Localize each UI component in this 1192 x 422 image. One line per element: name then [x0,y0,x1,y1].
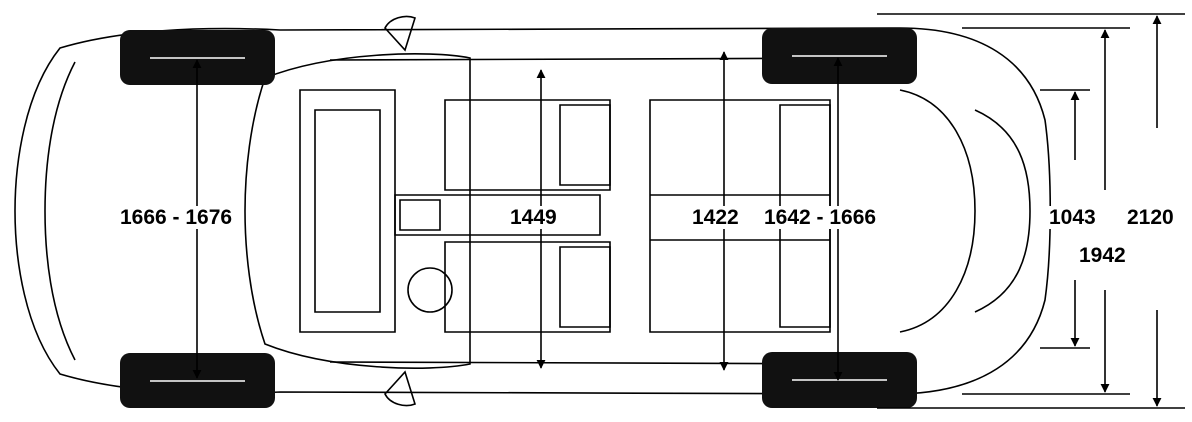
front-seat-left-back [559,104,611,186]
rear-shoulder-width-label: 1422 [689,206,742,229]
front-seat-right-back [559,246,611,328]
front-seat-left [444,99,611,191]
rear-track-label: 1642 - 1666 [761,206,880,229]
body-outline [14,27,1052,395]
rear-bench [649,99,831,333]
steering-wheel [407,267,453,313]
center-console [394,194,601,236]
car-body [14,15,1052,407]
front-seat-right [444,241,611,333]
width-1043-label: 1043 [1046,206,1099,229]
rear-bench-split [650,194,830,241]
front-track-label: 1666 - 1676 [117,206,236,229]
width-2120-label: 2120 [1124,206,1177,229]
hood-line [44,61,76,361]
front-shoulder-width-label: 1449 [507,206,560,229]
trunk-line [974,109,1031,313]
mirror-top [384,15,416,52]
dashboard [299,89,396,333]
rear-bench-back [779,104,831,328]
windshield [244,53,471,369]
rear-window [899,89,976,333]
width-1942-label: 1942 [1076,244,1129,267]
mirror-bottom [384,370,416,407]
dashboard-inner [314,109,381,313]
gear-lever [399,199,441,231]
